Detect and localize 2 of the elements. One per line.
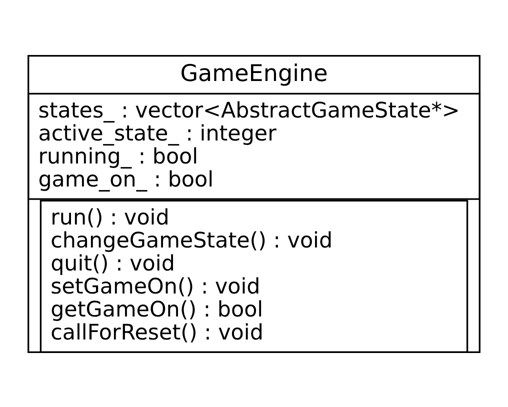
node-box: states_ : vector<AbstractGameState*> active_state_ : integer running_ : bool game_on_ : bool xyxy=(28,92,480,200)
node-box: run() : void changeGameState() : void quit() : void setGameOn() : void getGameOn() : bool callForReset() : void xyxy=(40,199,468,353)
